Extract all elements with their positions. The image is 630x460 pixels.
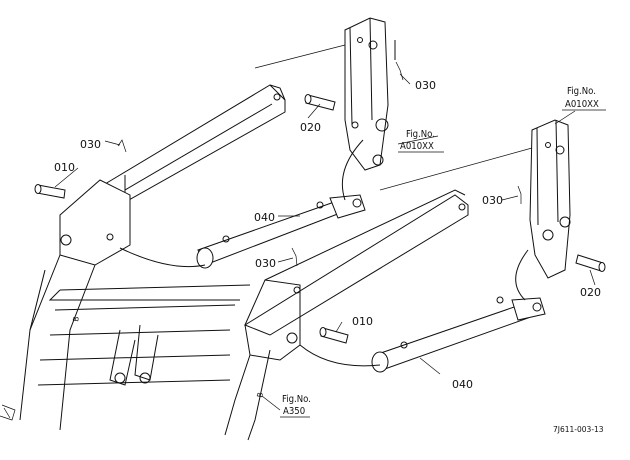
drawing-code: 7J611-003-13 <box>553 425 604 434</box>
part-label-010-left: 010 <box>54 161 75 174</box>
fig-ref-a010xx-1: Fig.No. <box>406 129 435 140</box>
lower-left-fitting <box>0 404 16 421</box>
part-label-020-lower: 020 <box>580 286 601 299</box>
fig-ref-a350-code: A350 <box>283 406 305 417</box>
svg-text:B: B <box>71 316 81 323</box>
fig-ref-a350: Fig.No. <box>282 394 311 405</box>
part-label-010-right: 010 <box>352 315 373 328</box>
part-label-030-b: 030 <box>415 79 436 92</box>
pin-020-lower <box>575 254 606 272</box>
leader-lines <box>54 73 596 375</box>
part-label-030-a: 030 <box>80 138 101 151</box>
hydraulic-cylinder-lower <box>371 296 546 373</box>
fig-ref-a010xx-2: Fig.No. <box>567 86 596 97</box>
part-label-020-upper: 020 <box>300 121 321 134</box>
part-label-040-upper: 040 <box>254 211 275 224</box>
svg-text:B: B <box>255 392 265 399</box>
pin-020-upper <box>304 94 336 111</box>
assembly-arrows <box>119 40 529 367</box>
part-label-040-lower: 040 <box>452 378 473 391</box>
part-label-030-d: 030 <box>482 194 503 207</box>
fig-ref-a010xx-1-code: A010XX <box>400 141 434 152</box>
pin-010-left <box>34 184 66 199</box>
part-label-030-c: 030 <box>255 257 276 270</box>
hydraulic-cylinder-upper <box>196 194 366 269</box>
fig-ref-a010xx-2-code: A010XX <box>565 99 599 110</box>
pin-010-right <box>319 327 349 344</box>
left-loader-frame: B <box>19 179 251 431</box>
lower-boom-arm: B <box>224 189 469 441</box>
cotter-pins-030 <box>117 61 522 267</box>
lower-mounting-bracket <box>379 119 571 279</box>
upper-mounting-bracket <box>254 17 389 171</box>
